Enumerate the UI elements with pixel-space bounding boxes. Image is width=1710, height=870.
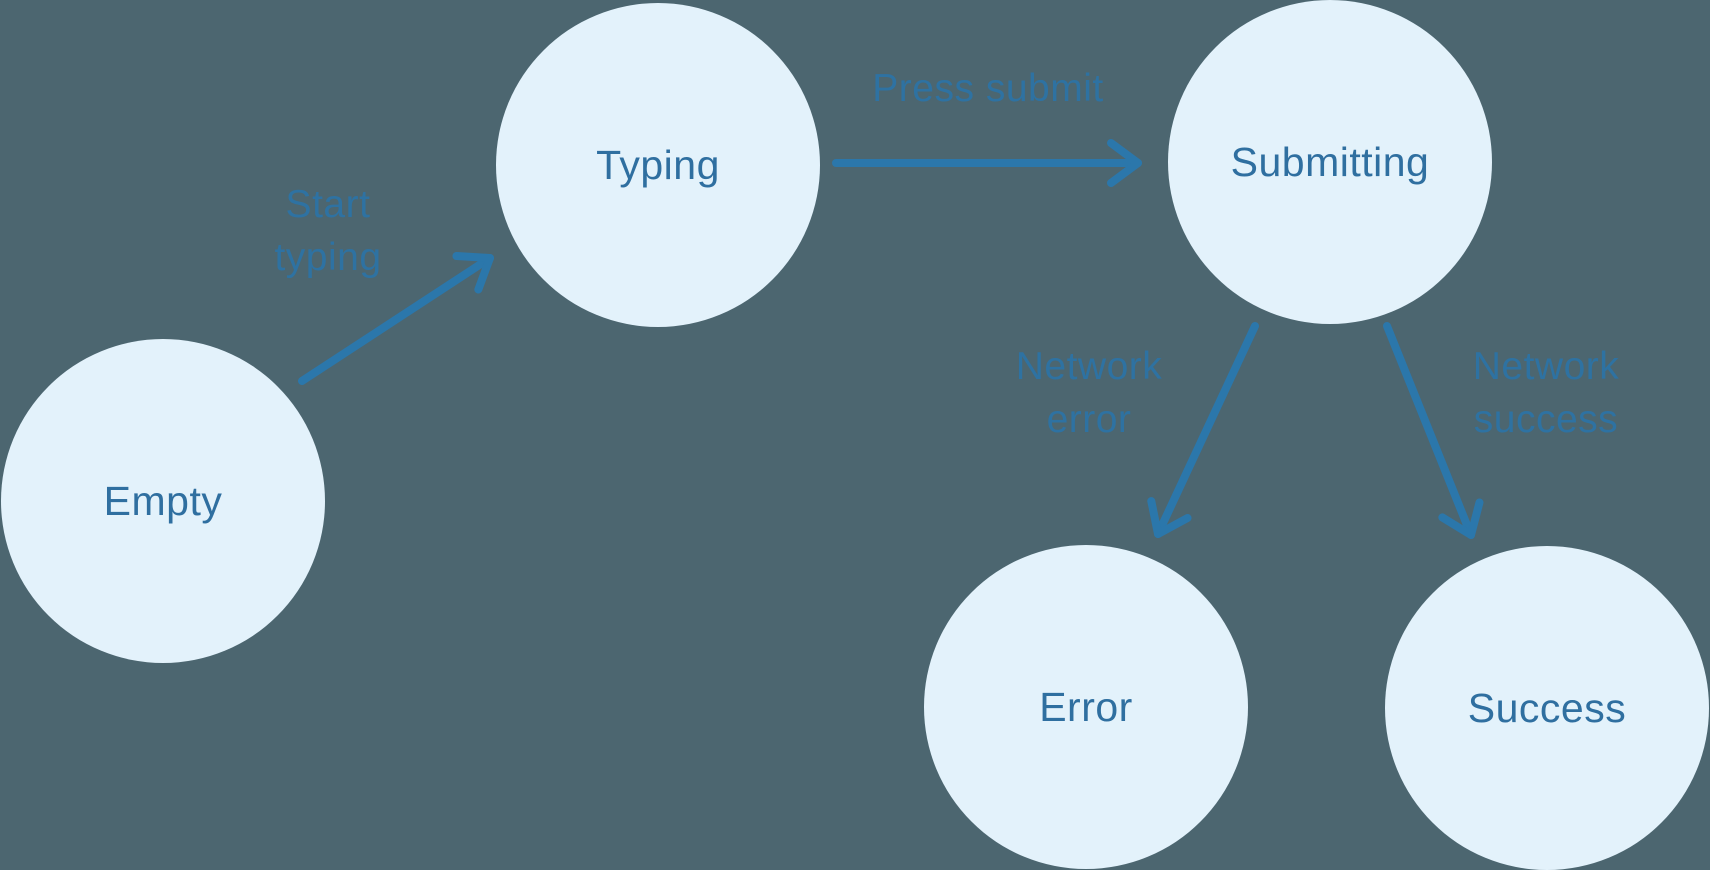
node-submitting: Submitting [1168, 0, 1492, 324]
node-error: Error [924, 545, 1248, 869]
node-success: Success [1385, 546, 1709, 870]
node-submitting-label: Submitting [1230, 138, 1430, 185]
edge-label-line: Network [1472, 345, 1620, 388]
edge-label-network-error: Network error [1016, 340, 1163, 446]
edge-submitting-to-success-arrow [1383, 322, 1484, 539]
edge-label-start-typing: Start typing [274, 178, 381, 284]
node-empty: Empty [1, 339, 325, 663]
edge-label-line: Press submit [872, 67, 1104, 110]
node-success-label: Success [1467, 684, 1627, 731]
edge-label-network-success: Network success [1473, 340, 1620, 446]
edge-submitting-to-error-arrow [1147, 322, 1259, 538]
node-typing: Typing [496, 3, 820, 327]
node-typing-label: Typing [596, 141, 720, 188]
node-empty-label: Empty [103, 477, 223, 524]
edge-label-press-submit: Press submit [872, 62, 1103, 115]
edge-label-line: success [1473, 398, 1619, 441]
edge-label-line: Network [1015, 345, 1163, 388]
node-error-label: Error [1039, 683, 1133, 730]
edge-label-line: Start [285, 183, 371, 226]
edge-label-line: error [1046, 398, 1132, 441]
edge-label-line: typing [274, 236, 382, 279]
